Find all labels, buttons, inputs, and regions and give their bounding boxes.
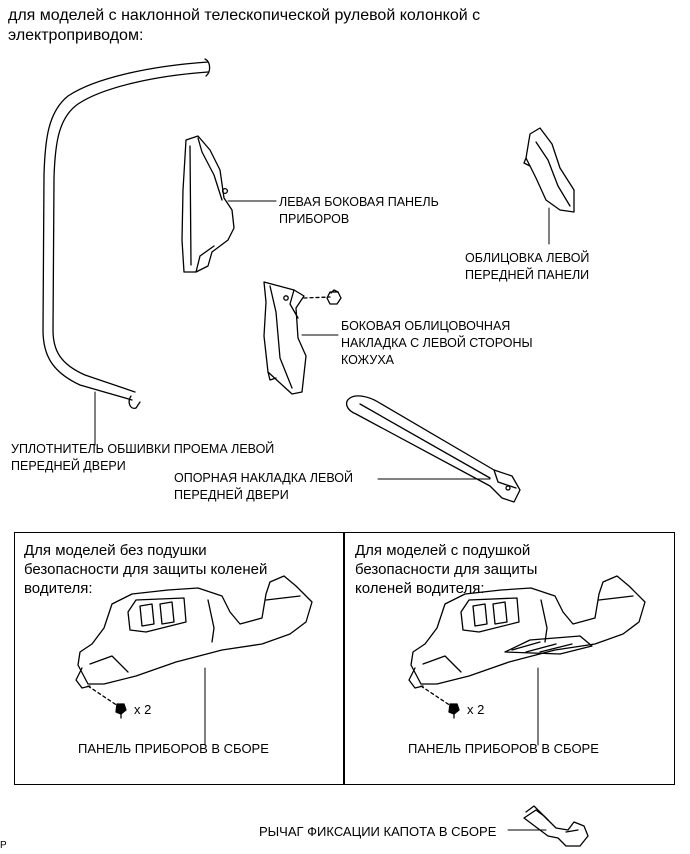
- bolt-icon-2: [448, 703, 460, 719]
- box-1-qty: x 2: [134, 702, 152, 717]
- label-front-panel-trim: ОБЛИЦОВКА ЛЕВОЙ ПЕРЕДНЕЙ ПАНЕЛИ: [465, 251, 590, 282]
- page-header: для моделей с наклонной телескопической …: [8, 7, 481, 44]
- left-side-panel-part: [181, 135, 235, 273]
- label-left-side-panel: ЛЕВАЯ БОКОВАЯ ПАНЕЛЬ ПРИБОРОВ: [279, 195, 439, 226]
- variant-box-1: [14, 532, 345, 785]
- label-hood-lever: РЫЧАГ ФИКСАЦИИ КАПОТА В СБОРЕ: [259, 824, 497, 839]
- cowl-side-trim-part: [263, 281, 342, 395]
- box-2-title: Для моделей с подушкой безопасности для …: [355, 542, 538, 597]
- label-weatherstrip: УПЛОТНИТЕЛЬ ОБШИВКИ ПРОЕМА ЛЕВОЙ ПЕРЕДНЕ…: [11, 442, 275, 473]
- box-2-qty: x 2: [467, 702, 485, 717]
- front-panel-trim-part: [523, 127, 575, 213]
- hood-lever-part: [523, 805, 589, 847]
- weatherstrip-part: [42, 58, 211, 409]
- box-2-label: ПАНЕЛЬ ПРИБОРОВ В СБОРЕ: [408, 741, 599, 756]
- instrument-panel-part-2: [408, 575, 646, 707]
- variant-box-2: [343, 532, 675, 785]
- label-scuff-plate: ОПОРНАЯ НАКЛАДКА ЛЕВОЙ ПЕРЕДНЕЙ ДВЕРИ: [174, 471, 353, 502]
- instrument-panel-part-1: [75, 575, 313, 707]
- box-1-label: ПАНЕЛЬ ПРИБОРОВ В СБОРЕ: [78, 741, 269, 756]
- leader-lines: [94, 200, 550, 831]
- bolt-icon-1: [115, 703, 127, 719]
- label-cowl-side-trim: БОКОВАЯ ОБЛИЦОВОЧНАЯ НАКЛАДКА С ЛЕВОЙ СТ…: [341, 319, 533, 367]
- box-1-title: Для моделей без подушки безопасности для…: [24, 542, 268, 597]
- scuff-plate-part: [345, 395, 521, 503]
- corner-mark: P: [0, 840, 7, 851]
